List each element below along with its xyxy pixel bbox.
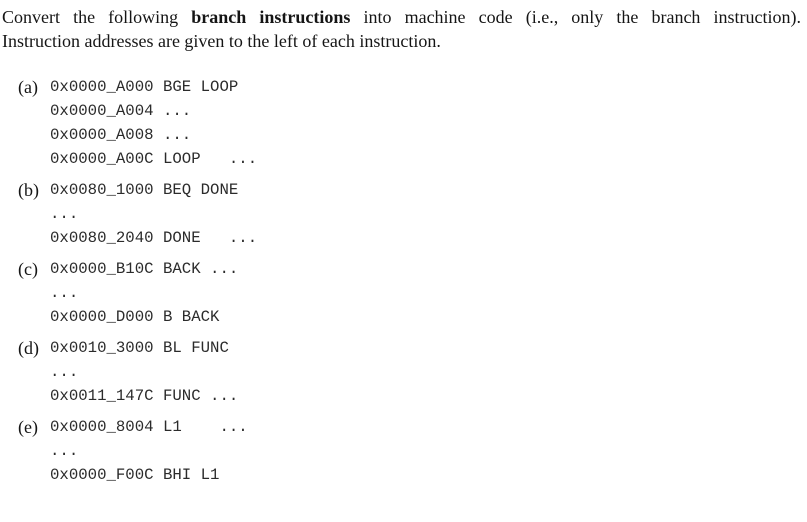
exercise-item-c: (c) 0x0000_B10C BACK ... ... 0x0000_D000… [0,257,807,329]
problem-statement-line2: Instruction addresses are given to the l… [2,31,441,51]
exercise-page: Convert the following branch instruction… [0,5,807,487]
statement-text-bold: branch instructions [191,7,351,27]
code-line: 0x0000_A00C LOOP ... [50,150,258,168]
statement-text-post: into machine code (i.e., only the branch… [363,7,802,27]
code-line: 0x0000_D000 B BACK [50,308,220,326]
item-code-block: 0x0080_1000 BEQ DONE ... 0x0080_2040 DON… [50,178,257,250]
exercise-item-d: (d) 0x0010_3000 BL FUNC ... 0x0011_147C … [0,336,807,408]
code-line: ... [50,442,79,460]
exercise-item-e: (e) 0x0000_8004 L1 ... ... 0x0000_F00C B… [0,415,807,487]
code-line: 0x0000_A004 ... [50,102,192,120]
statement-text-pre: Convert the following [2,7,179,27]
exercise-item-a: (a) 0x0000_A000 BGE LOOP 0x0000_A004 ...… [0,75,807,171]
code-line: 0x0000_8004 L1 ... [50,418,248,436]
code-line: 0x0000_B10C BACK ... [50,260,239,278]
code-line: 0x0000_A000 BGE LOOP [50,78,239,96]
exercise-item-b: (b) 0x0080_1000 BEQ DONE ... 0x0080_2040… [0,178,807,250]
item-label: (b) [18,180,39,200]
problem-statement: Convert the following branch instruction… [2,5,801,53]
code-line: 0x0080_1000 BEQ DONE [50,181,239,199]
item-label: (d) [18,338,39,358]
code-line: 0x0010_3000 BL FUNC [50,339,229,357]
item-code-block: 0x0010_3000 BL FUNC ... 0x0011_147C FUNC… [50,336,238,408]
code-line: 0x0080_2040 DONE ... [50,229,258,247]
item-code-block: 0x0000_8004 L1 ... ... 0x0000_F00C BHI L… [50,415,248,487]
problem-statement-line1: Convert the following branch instruction… [2,5,801,29]
code-line: ... [50,363,79,381]
code-line: ... [50,205,79,223]
item-label: (c) [18,259,38,279]
item-code-block: 0x0000_B10C BACK ... ... 0x0000_D000 B B… [50,257,238,329]
code-line: 0x0000_A008 ... [50,126,192,144]
exercise-list: (a) 0x0000_A000 BGE LOOP 0x0000_A004 ...… [0,75,807,487]
item-code-block: 0x0000_A000 BGE LOOP 0x0000_A004 ... 0x0… [50,75,257,171]
code-line: ... [50,284,79,302]
item-label: (e) [18,417,38,437]
item-label: (a) [18,77,38,97]
code-line: 0x0000_F00C BHI L1 [50,466,220,484]
code-line: 0x0011_147C FUNC ... [50,387,239,405]
